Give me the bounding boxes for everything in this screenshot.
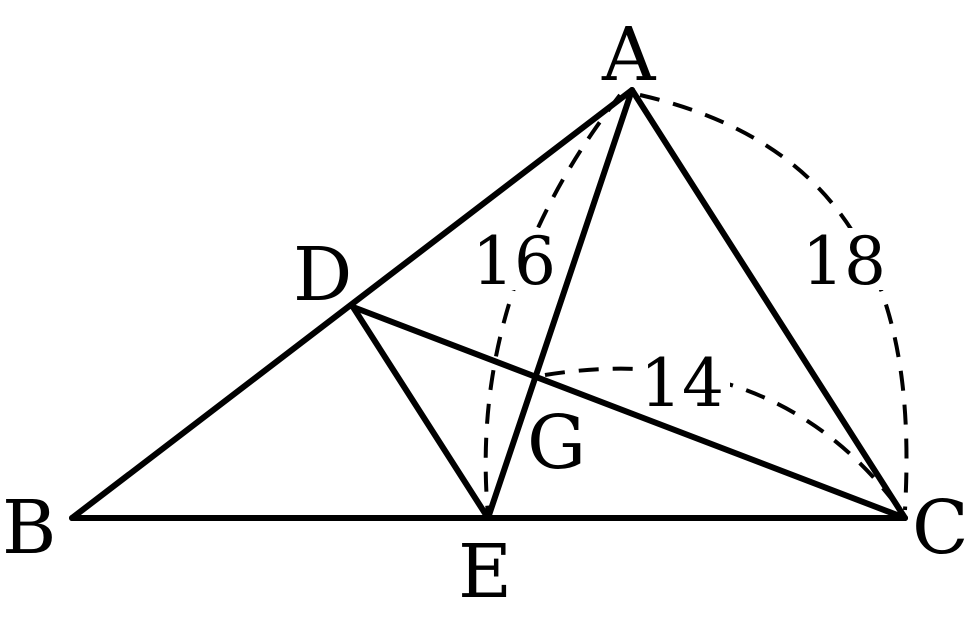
point-label-g: G xyxy=(527,400,586,486)
point-label-c: C xyxy=(912,485,969,571)
segment-ac xyxy=(629,87,908,521)
arc-gc xyxy=(544,366,902,512)
measure-label-ac: 18 xyxy=(802,223,886,300)
label-bg-14 xyxy=(638,350,730,412)
measure-label-gc: 14 xyxy=(640,345,724,422)
point-label-e: E xyxy=(458,529,512,615)
measure-label-ae: 16 xyxy=(472,223,556,300)
label-bg-18 xyxy=(800,228,888,290)
point-label-a: A xyxy=(601,12,657,98)
arc-ae xyxy=(483,93,622,516)
point-label-d: D xyxy=(293,232,352,318)
label-bg-16 xyxy=(470,228,556,290)
arc-ac xyxy=(639,93,909,511)
point-label-b: B xyxy=(2,485,56,571)
segment-ae xyxy=(485,87,635,521)
segment-dc xyxy=(350,304,908,521)
segment-ab xyxy=(69,87,635,521)
segment-de xyxy=(350,304,491,521)
